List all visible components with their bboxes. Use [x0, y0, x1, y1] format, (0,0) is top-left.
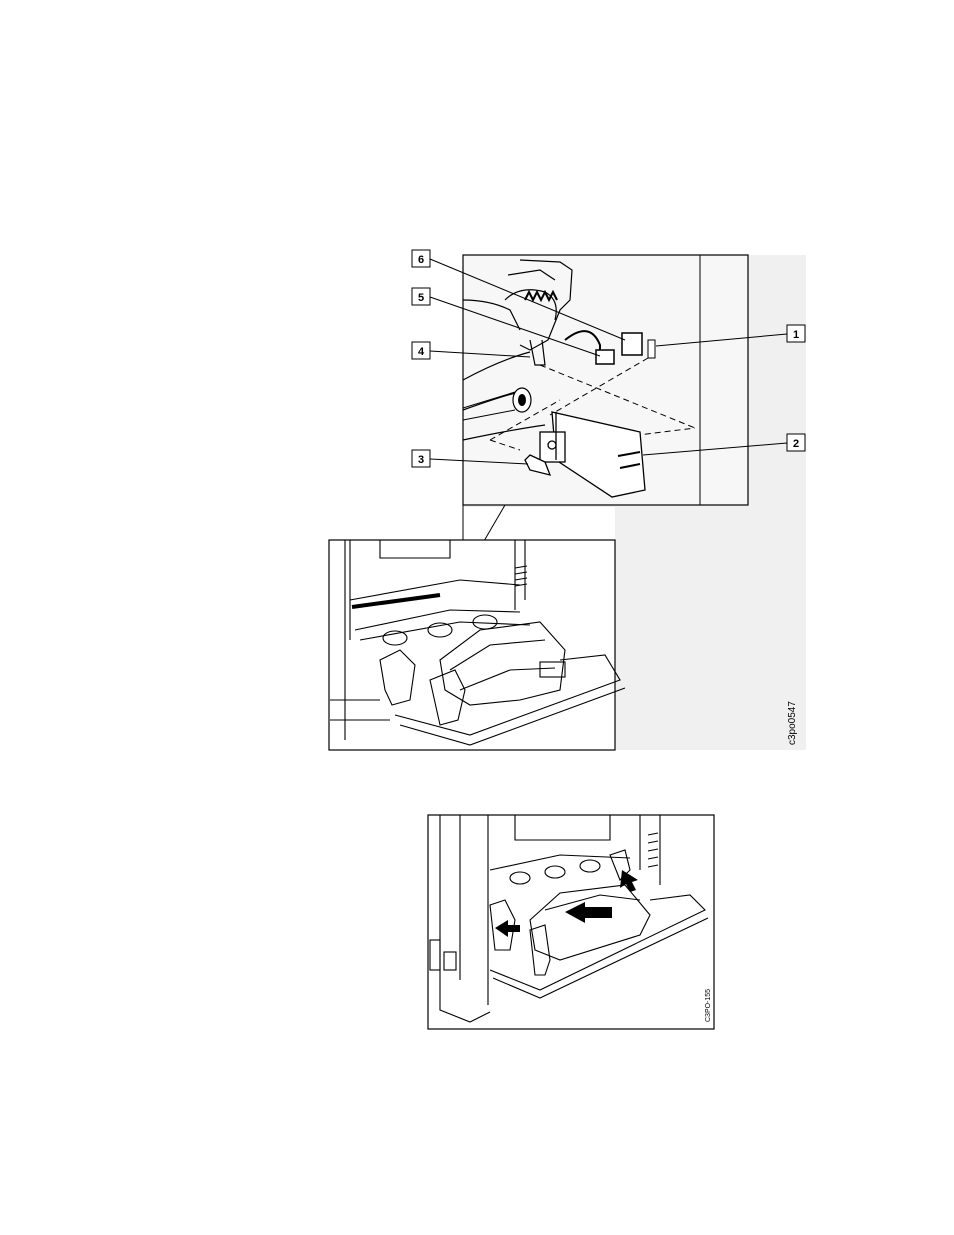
- part-6-drawing: [622, 333, 642, 355]
- svg-text:3: 3: [418, 454, 424, 466]
- callout-2: 2: [787, 434, 805, 451]
- callout-5: 5: [412, 288, 430, 305]
- callout-3: 3: [412, 450, 430, 467]
- callout-1: 1: [787, 325, 805, 342]
- figure-1-image-code: c3po0547: [787, 701, 798, 745]
- svg-text:5: 5: [418, 292, 424, 304]
- callout-6: 6: [412, 250, 430, 267]
- svg-text:2: 2: [793, 438, 799, 450]
- connector-5-drawing: [596, 350, 614, 364]
- svg-text:4: 4: [418, 346, 425, 358]
- callout-4: 4: [412, 342, 430, 359]
- svg-text:1: 1: [793, 329, 799, 341]
- figure-2-printer-view: C3PO-155: [428, 815, 714, 1029]
- figure-2-image-code: C3PO-155: [705, 989, 712, 1022]
- svg-text:6: 6: [418, 254, 424, 266]
- part-1-drawing: [648, 340, 655, 358]
